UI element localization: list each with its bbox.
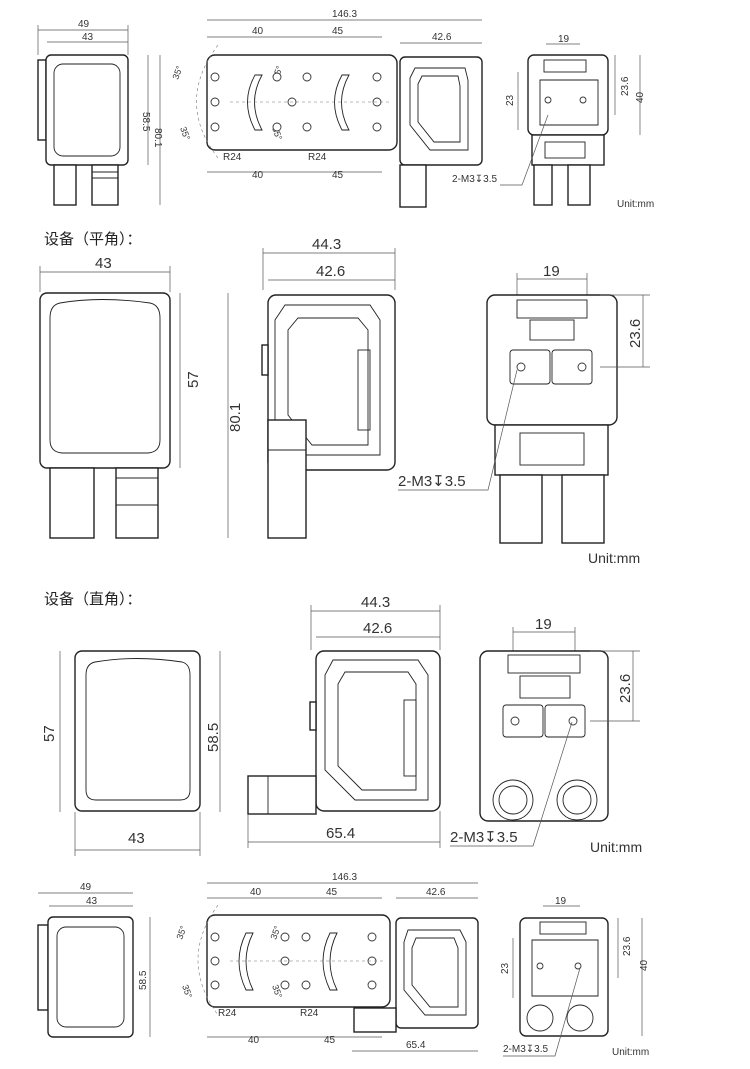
top-w49: 49 xyxy=(78,19,90,30)
right-h57: 57 xyxy=(41,725,58,742)
bottom-d19: 19 xyxy=(555,896,567,907)
top-total: 146.3 xyxy=(332,9,357,20)
right-w426: 42.6 xyxy=(363,620,392,637)
right-w19: 19 xyxy=(535,616,552,633)
flat-w43: 43 xyxy=(95,255,112,272)
flat-front-view: 43 57 80.1 xyxy=(39,255,244,539)
right-side-view: 44.3 42.6 65.4 xyxy=(247,594,441,848)
bottom-d40: 40 xyxy=(250,887,262,898)
flat-side-view: 44.3 42.6 xyxy=(261,236,396,539)
top-angle-b: 35° xyxy=(178,125,192,142)
bottom-d40-low: 40 xyxy=(248,1035,260,1046)
flat-h57: 57 xyxy=(185,371,202,388)
right-w654: 65.4 xyxy=(326,825,355,842)
bottom-r24-b: R24 xyxy=(300,1008,319,1019)
bottom-angle-b: 35° xyxy=(180,983,194,1000)
right-h585: 58.5 xyxy=(205,723,222,752)
top-thread: 2-M3↧3.5 xyxy=(452,174,498,185)
right-angle-heading: 设备（直角）： xyxy=(44,590,142,608)
flat-w19: 19 xyxy=(543,263,560,280)
bottom-thread: 2-M3↧3.5 xyxy=(503,1044,549,1055)
top-r24-a: R24 xyxy=(223,152,242,163)
bottom-angle-a: 35° xyxy=(174,924,188,941)
flat-w426: 42.6 xyxy=(316,263,345,280)
bottom-r24-a: R24 xyxy=(218,1008,237,1019)
bottom-d23: 23 xyxy=(500,962,511,974)
bottom-angle-d: 35° xyxy=(270,983,284,1000)
flat-h80: 80.1 xyxy=(227,403,244,432)
bottom-angle-c: 35° xyxy=(268,924,282,941)
top-r24-b: R24 xyxy=(308,152,327,163)
right-w443: 44.3 xyxy=(361,594,390,611)
top-d19: 19 xyxy=(558,34,570,45)
bottom-d40b: 40 xyxy=(639,959,650,971)
flat-end-view: 19 23.6 2-M3↧3.5 Unit:mm xyxy=(398,263,650,566)
bottom-h585: 58.5 xyxy=(138,970,149,990)
right-unit: Unit:mm xyxy=(590,839,642,855)
top-h80: 80.1 xyxy=(152,128,163,148)
top-d23: 23 xyxy=(505,94,516,106)
top-side-view: 146.3 40 45 42.6 35° 35° 35° 35° R24 R24… xyxy=(170,9,483,208)
top-h58: 58.5 xyxy=(140,112,151,132)
top-d40-bottom: 40 xyxy=(252,170,264,181)
right-end-view: 19 23.6 2-M3↧3.5 Unit:mm xyxy=(450,616,642,855)
bottom-d426: 42.6 xyxy=(426,887,446,898)
bottom-w49: 49 xyxy=(80,882,92,893)
bottom-d654: 65.4 xyxy=(406,1040,426,1051)
top-d236: 23.6 xyxy=(620,76,631,96)
top-angle-a: 35° xyxy=(170,64,184,81)
bottom-w43: 43 xyxy=(86,896,98,907)
top-d426: 42.6 xyxy=(432,32,452,43)
right-front-view: 57 58.5 43 xyxy=(41,650,222,856)
bottom-side-view: 146.3 40 45 42.6 35° 35° 35° 35° R24 R24… xyxy=(174,872,479,1052)
top-d40b: 40 xyxy=(635,91,646,103)
bottom-front-view: 49 43 58.5 xyxy=(37,882,151,1038)
flat-heading: 设备（平角）： xyxy=(44,230,142,248)
top-d45: 45 xyxy=(332,26,344,37)
flat-unit: Unit:mm xyxy=(588,550,640,566)
bottom-d236: 23.6 xyxy=(622,936,633,956)
top-front-view: 49 43 58.5 80.1 xyxy=(37,19,163,206)
flat-thread: 2-M3↧3.5 xyxy=(398,473,466,490)
bottom-d45: 45 xyxy=(326,887,338,898)
bottom-d45-low: 45 xyxy=(324,1035,336,1046)
flat-w443: 44.3 xyxy=(312,236,341,253)
top-end-view: 19 23 23.6 40 2-M3↧3.5 Unit:mm xyxy=(452,34,654,210)
top-d40: 40 xyxy=(252,26,264,37)
top-d45-bottom: 45 xyxy=(332,170,344,181)
top-w43: 43 xyxy=(82,32,94,43)
bottom-end-view: 19 23 23.6 40 2-M3↧3.5 Unit:mm xyxy=(500,896,650,1058)
right-w43: 43 xyxy=(128,830,145,847)
bottom-unit: Unit:mm xyxy=(612,1047,649,1058)
top-unit: Unit:mm xyxy=(617,199,654,210)
right-h236: 23.6 xyxy=(617,674,634,703)
flat-h236: 23.6 xyxy=(627,319,644,348)
bottom-total: 146.3 xyxy=(332,872,357,883)
right-thread: 2-M3↧3.5 xyxy=(450,829,518,846)
